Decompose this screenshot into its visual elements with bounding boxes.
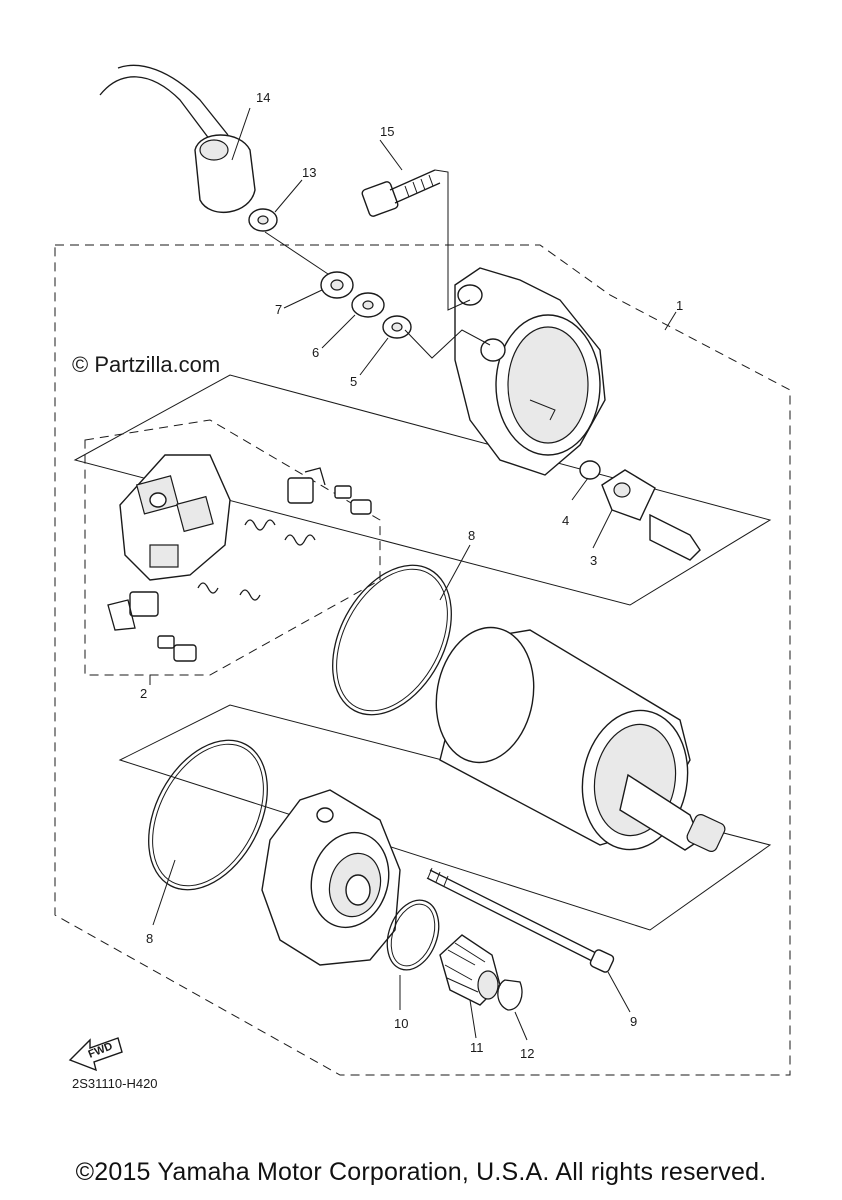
front-cover [261, 789, 401, 966]
assembly-boundary [54, 244, 791, 1076]
washer-6 [351, 292, 385, 318]
o-ring-8-lower [148, 739, 268, 891]
callout-8-lower: 8 [146, 931, 153, 946]
copyright-notice: ©2015 Yamaha Motor Corporation, U.S.A. A… [75, 1158, 767, 1186]
callout-10: 10 [394, 1016, 408, 1031]
pinion-gear-11 [439, 934, 501, 1006]
watermark: © Partzilla.com [72, 352, 220, 377]
leader-lines [149, 107, 677, 1041]
long-bolt-9 [426, 867, 615, 973]
small-screw-bottom [157, 635, 197, 662]
brush-terminal-top [287, 467, 326, 504]
washer-13 [248, 208, 278, 232]
nut-7 [320, 271, 354, 299]
washer-5 [382, 315, 412, 339]
lower-plane [118, 704, 772, 931]
o-ring-8-upper [332, 564, 452, 716]
callout-13: 13 [302, 165, 316, 180]
o-ring-4 [579, 460, 601, 480]
callout-7: 7 [275, 302, 282, 317]
brush-holder-boundary [84, 419, 381, 676]
springs [197, 519, 316, 601]
terminal-bracket-3 [601, 469, 701, 561]
small-screw-top [334, 485, 372, 515]
circlip-12 [497, 979, 523, 1011]
o-ring-10 [386, 899, 440, 971]
callout-14: 14 [256, 90, 270, 105]
callout-15: 15 [380, 124, 394, 139]
callout-8-upper: 8 [468, 528, 475, 543]
brush-terminal-bottom [107, 591, 159, 631]
callout-11: 11 [470, 1040, 484, 1055]
callout-9: 9 [630, 1014, 637, 1029]
callout-3: 3 [590, 553, 597, 568]
motor-yoke [435, 626, 726, 852]
diagram-code: 2S31110-H420 [72, 1076, 158, 1091]
callout-1: 1 [676, 298, 683, 313]
rear-cover [454, 267, 606, 476]
starter-cable [99, 64, 256, 214]
bolt-15 [361, 169, 441, 217]
callout-12: 12 [520, 1046, 534, 1061]
callout-6: 6 [312, 345, 319, 360]
callout-2: 2 [140, 686, 147, 701]
fwd-arrow-icon: FWD [68, 1037, 123, 1072]
callout-5: 5 [350, 374, 357, 389]
brush-holder-plate [119, 454, 231, 581]
upper-plane [73, 374, 772, 606]
callout-4: 4 [562, 513, 569, 528]
